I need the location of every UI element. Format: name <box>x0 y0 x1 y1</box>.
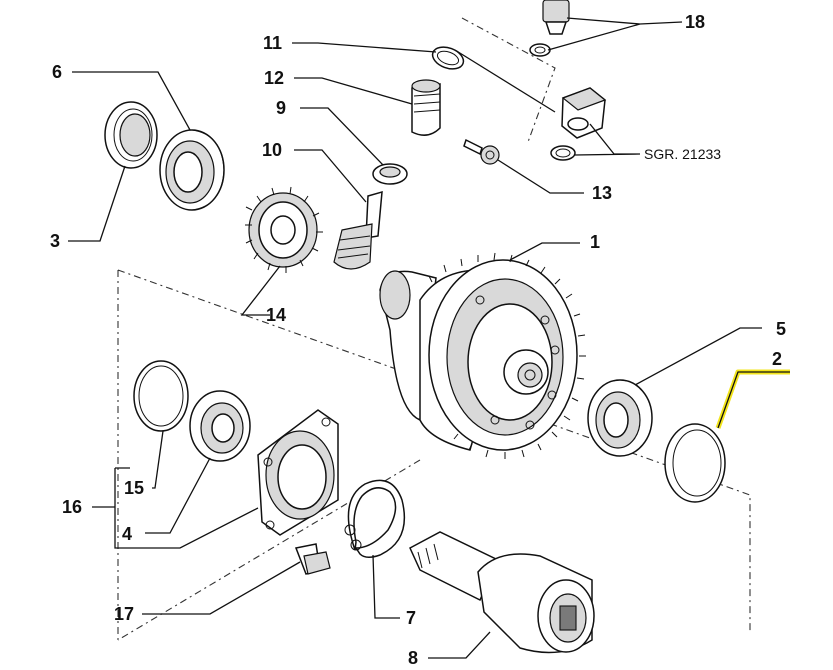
label-15: 15 <box>124 478 144 498</box>
leader-15 <box>152 430 164 489</box>
leader-4 <box>145 457 211 534</box>
part-17-bolt[interactable] <box>294 543 331 575</box>
label-10: 10 <box>262 140 282 160</box>
label-3: 3 <box>50 231 60 251</box>
label-7: 7 <box>406 608 416 628</box>
inset-washer[interactable] <box>550 145 576 161</box>
part-15-shim[interactable] <box>133 360 189 432</box>
part-11-oring[interactable] <box>430 43 467 73</box>
leader-3 <box>68 165 126 242</box>
label-17: 17 <box>114 604 134 624</box>
label-6: 6 <box>52 62 62 82</box>
leader-13 <box>497 159 584 194</box>
label-18: 18 <box>685 12 705 32</box>
part-4-bearing[interactable] <box>189 390 251 462</box>
part-3-race[interactable] <box>104 101 158 169</box>
leader-7 <box>372 554 400 619</box>
assembly-outline <box>117 269 751 641</box>
part-14-gear[interactable] <box>245 186 323 273</box>
part-1-differential[interactable] <box>379 252 586 459</box>
part-12-sleeve[interactable] <box>411 79 441 136</box>
leader-8 <box>428 631 491 659</box>
part-7-circlip[interactable] <box>344 479 406 558</box>
part-9-bushing[interactable] <box>372 163 408 185</box>
part-16-cover[interactable] <box>257 409 339 536</box>
leader-9 <box>300 107 384 166</box>
leader-sgr <box>574 123 641 156</box>
reference-label: SGR. 21233 <box>644 146 721 162</box>
leader-10 <box>294 149 367 203</box>
part-10-drive-gear[interactable] <box>333 190 383 270</box>
part-8-joint[interactable] <box>409 531 595 654</box>
leader-2 <box>717 371 790 429</box>
part-5-bearing[interactable] <box>587 379 653 457</box>
leader-1 <box>509 242 580 261</box>
leader-6 <box>72 71 191 131</box>
part-13-screw[interactable] <box>463 138 500 165</box>
label-16: 16 <box>62 497 82 517</box>
leader-inset <box>454 49 556 113</box>
label-13: 13 <box>592 183 612 203</box>
leader-5 <box>634 327 762 386</box>
inset-hex-nut[interactable] <box>561 87 607 139</box>
part-18-sensor[interactable] <box>529 0 570 57</box>
inset-outline <box>461 17 556 143</box>
label-12: 12 <box>264 68 284 88</box>
leader-12 <box>294 77 413 105</box>
leader-18 <box>547 17 683 51</box>
label-2: 2 <box>772 349 782 369</box>
part-6-bearing[interactable] <box>159 129 225 211</box>
label-9: 9 <box>276 98 286 118</box>
label-11: 11 <box>263 33 282 53</box>
label-4: 4 <box>122 524 132 544</box>
label-5: 5 <box>776 319 786 339</box>
leader-2-highlight <box>715 369 790 429</box>
part-2-shim[interactable] <box>664 423 726 503</box>
label-1: 1 <box>590 232 600 252</box>
label-8: 8 <box>408 648 418 668</box>
leader-17 <box>142 561 301 615</box>
label-14: 14 <box>266 305 286 325</box>
leader-16 <box>92 467 259 549</box>
leader-14 <box>240 265 281 316</box>
leader-11 <box>292 42 437 53</box>
